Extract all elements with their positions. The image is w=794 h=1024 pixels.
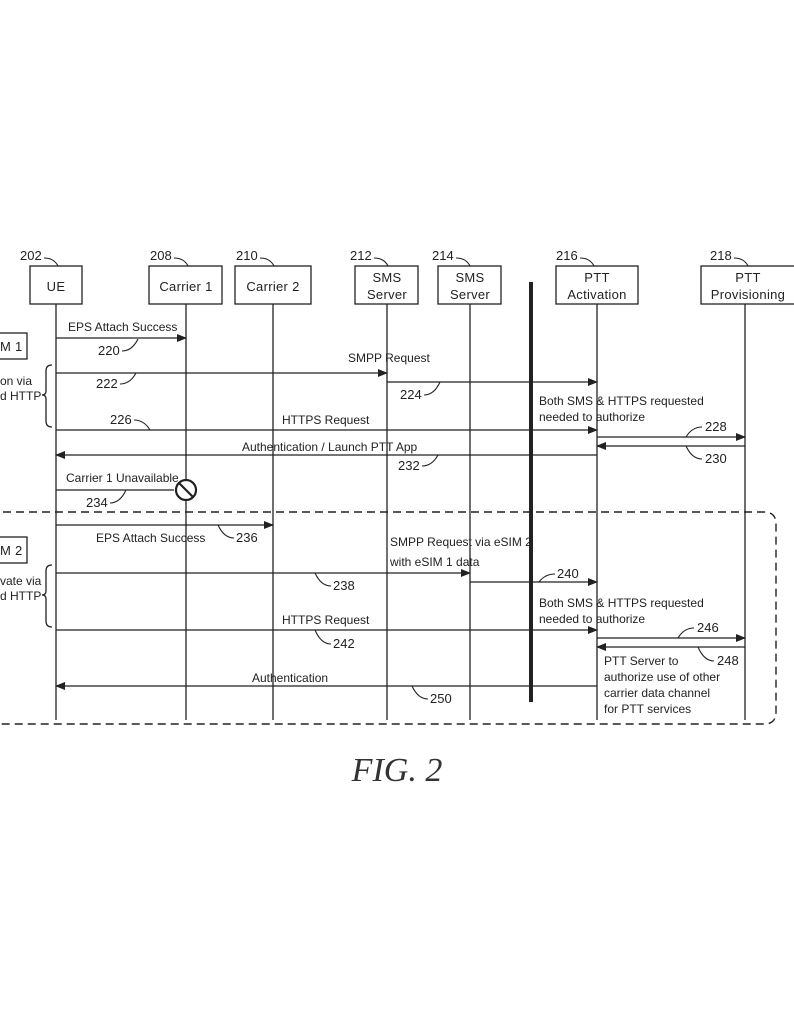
entity-ue-ref: 202 — [20, 248, 42, 263]
entity-pttact-line1: PTT — [584, 270, 609, 285]
figure-caption: FIG. 2 — [351, 752, 443, 789]
entity-pttprov-line1: PTT — [735, 270, 760, 285]
entity-carrier1-ref: 208 — [150, 248, 172, 263]
entity-carrier1-label: Carrier 1 — [159, 279, 212, 294]
entity-sms-server-1: SMS Server 212 — [350, 248, 419, 305]
msg-238-label-line2: with eSIM 1 data — [389, 555, 480, 569]
msg-232-ref: 232 — [398, 458, 420, 473]
entity-pttact-ref: 216 — [556, 248, 578, 263]
note-ptt-server-line2: authorize use of other — [604, 670, 720, 684]
note-both1-line1: Both SMS & HTTPS requested — [539, 394, 704, 408]
entity-sms1-ref: 212 — [350, 248, 372, 263]
msg-220-label: EPS Attach Success — [68, 320, 177, 334]
sim2-box — [0, 536, 28, 564]
msg-246-ref: 246 — [697, 620, 719, 635]
messages: EPS Attach Success 220 SMPP Request 222 … — [55, 320, 746, 706]
msg-236-ref: 236 — [236, 530, 258, 545]
msg-242-ref: 242 — [333, 636, 355, 651]
entity-sms-server-2: SMS Server 214 — [432, 248, 502, 305]
sim2-label: M 2 — [0, 543, 23, 558]
entity-pttprov-ref: 218 — [710, 248, 732, 263]
msg-234-ref: 234 — [86, 495, 108, 510]
entity-sms2-line1: SMS — [455, 270, 484, 285]
msg-250-label: Authentication — [252, 671, 328, 685]
unavailable-icon — [174, 478, 198, 502]
msg-226-label: HTTPS Request — [282, 413, 370, 427]
entity-pttact-line2: Activation — [567, 287, 626, 302]
note-both2-line1: Both SMS & HTTPS requested — [539, 596, 704, 610]
brace-2 — [41, 564, 53, 628]
entity-ue: UE 202 — [20, 248, 83, 305]
msg-220-ref: 220 — [98, 343, 120, 358]
note-ptt-server-line4: for PTT services — [604, 702, 691, 716]
msg-224-ref: 224 — [400, 387, 422, 402]
entity-pttprov-line2: Provisioning — [711, 287, 785, 302]
msg-228-ref: 228 — [705, 419, 727, 434]
msg-250-ref: 250 — [430, 691, 452, 706]
note-both2-line2: needed to authorize — [539, 612, 645, 626]
note-ptt-server-line3: carrier data channel — [604, 686, 710, 700]
msg-238-label-line1: SMPP Request via eSIM 2 — [390, 535, 532, 549]
entity-carrier1: Carrier 1 208 — [148, 248, 223, 305]
msg-248-ref: 248 — [717, 653, 739, 668]
msg-222-ref: 222 — [96, 376, 118, 391]
left-annotations: M 1 on via d HTTP M 2 vate via d HTTP — [0, 332, 53, 628]
note-ptt-server-line1: PTT Server to — [604, 654, 679, 668]
entity-ue-label: UE — [47, 279, 66, 294]
msg-240-ref: 240 — [557, 566, 579, 581]
sim1-note-line1: on via — [0, 374, 32, 388]
entity-sms1-line2: Server — [367, 287, 407, 302]
entity-sms1-line1: SMS — [372, 270, 401, 285]
msg-222-label: SMPP Request — [348, 351, 430, 365]
entity-sms2-ref: 214 — [432, 248, 454, 263]
sim2-note-line1: vate via — [0, 574, 42, 588]
notes: Both SMS & HTTPS requested needed to aut… — [539, 394, 720, 716]
entity-ptt-provisioning: PTT Provisioning 218 — [700, 248, 794, 305]
msg-232-label: Authentication / Launch PTT App — [242, 440, 418, 454]
sim2-note-line2: d HTTP — [0, 589, 41, 603]
msg-234-label: Carrier 1 Unavailable — [66, 471, 179, 485]
entity-carrier2-ref: 210 — [236, 248, 258, 263]
msg-230-ref: 230 — [705, 451, 727, 466]
brace-1 — [41, 364, 53, 428]
entity-carrier2-label: Carrier 2 — [246, 279, 299, 294]
msg-242-label: HTTPS Request — [282, 613, 370, 627]
note-both1-line2: needed to authorize — [539, 410, 645, 424]
entity-carrier2: Carrier 2 210 — [234, 248, 312, 305]
sim1-label: M 1 — [0, 339, 23, 354]
dashed-region — [0, 511, 777, 725]
msg-226-ref: 226 — [110, 412, 132, 427]
sim1-note-line2: d HTTP — [0, 389, 41, 403]
entity-ptt-activation: PTT Activation 216 — [555, 248, 639, 305]
msg-236-label: EPS Attach Success — [96, 531, 205, 545]
sim1-box — [0, 332, 28, 360]
msg-238-ref: 238 — [333, 578, 355, 593]
entity-sms2-line2: Server — [450, 287, 490, 302]
